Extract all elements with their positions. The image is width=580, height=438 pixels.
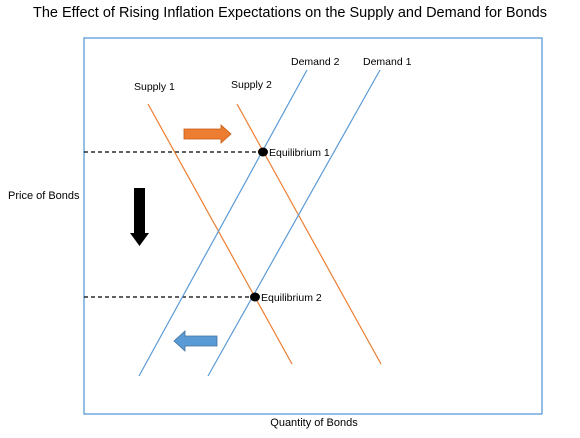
equilibrium-1-point bbox=[258, 147, 268, 157]
demand-2-curve bbox=[138, 69, 308, 377]
equilibrium-2-label: Equilibrium 2 bbox=[261, 292, 322, 304]
demand-shift-left-arrow bbox=[173, 330, 218, 352]
supply-1-curve bbox=[147, 103, 293, 365]
plot-frame bbox=[83, 37, 543, 415]
y-axis-label: Price of Bonds bbox=[8, 190, 80, 202]
supply-2-label: Supply 2 bbox=[231, 79, 272, 91]
supply-2-curve bbox=[236, 103, 382, 365]
supply-1-label: Supply 1 bbox=[134, 81, 175, 93]
equilibrium-1-label: Equilibrium 1 bbox=[269, 147, 330, 159]
price-decrease-arrow bbox=[130, 188, 149, 246]
demand-1-label: Demand 1 bbox=[363, 56, 412, 68]
demand-1-curve bbox=[207, 69, 381, 377]
diagram-title: The Effect of Rising Inflation Expectati… bbox=[33, 5, 547, 21]
x-axis-label: Quantity of Bonds bbox=[270, 417, 358, 429]
demand-2-label: Demand 2 bbox=[291, 56, 340, 68]
supply-shift-right-arrow bbox=[183, 124, 232, 144]
equilibrium-2-point bbox=[250, 292, 260, 302]
